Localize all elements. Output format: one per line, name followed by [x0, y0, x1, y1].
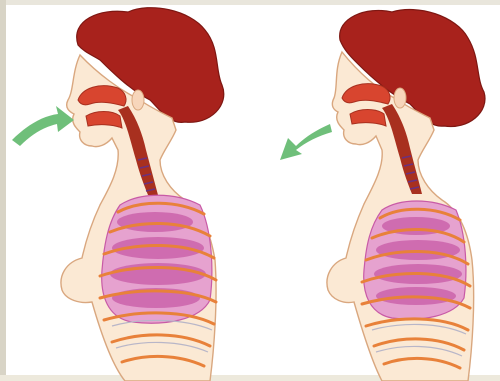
- ear: [394, 88, 406, 108]
- panel-inhalation: [0, 0, 250, 381]
- ear: [132, 90, 144, 110]
- airflow-arrow-icon: [280, 124, 332, 160]
- figure-inhalation: [0, 0, 250, 381]
- figure-exhalation: [250, 0, 500, 381]
- airflow-arrow-icon: [12, 106, 74, 146]
- panel-exhalation: [250, 0, 500, 381]
